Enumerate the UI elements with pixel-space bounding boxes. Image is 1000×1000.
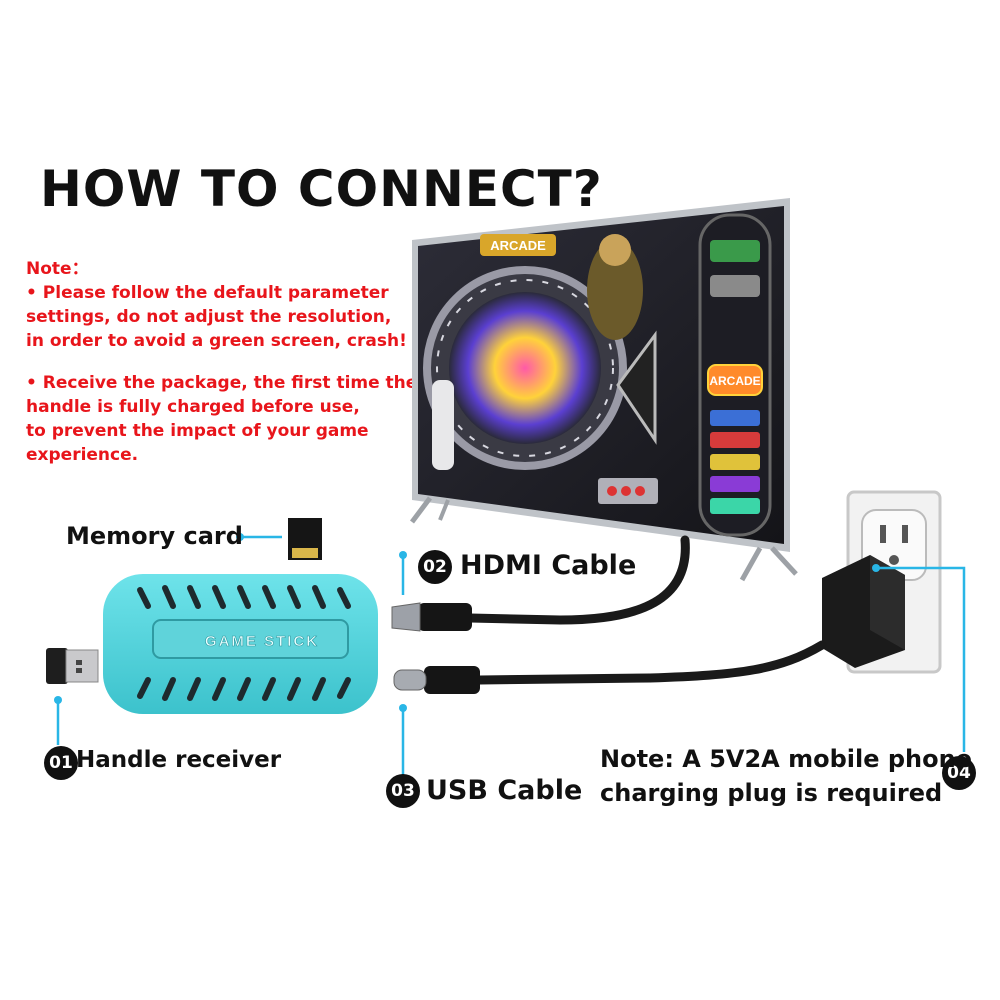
- charger-plug: [822, 555, 905, 668]
- step-01-label: Handle receiver: [76, 747, 282, 773]
- memory-card-label: Memory card: [66, 522, 243, 550]
- game-art-circle: [449, 292, 601, 444]
- usb-receiver: [46, 648, 99, 684]
- note-line: to prevent the impact of your game: [26, 421, 369, 441]
- tv: ARCADE ARCADE: [410, 198, 798, 582]
- note-heading: Note：: [26, 259, 89, 279]
- step-01-badge: 01: [44, 746, 78, 780]
- power-note-line: Note: A 5V2A mobile phone: [600, 745, 972, 773]
- hdmi-cable-line: [465, 535, 690, 625]
- usb-c-plug: [393, 666, 480, 694]
- note-line: handle is fully charged before use,: [26, 397, 360, 417]
- note-line: settings, do not adjust the resolution,: [26, 307, 392, 327]
- note-line: • Receive the package, the first time th…: [26, 373, 418, 393]
- notes-block: Note： • Please follow the default parame…: [26, 257, 417, 467]
- step-02-label: HDMI Cable: [460, 550, 637, 581]
- character-figure: [587, 240, 643, 340]
- step-02-badge: 02: [418, 550, 452, 584]
- step-04-badge: 04: [942, 756, 976, 790]
- note-line: • Please follow the default parameter: [26, 283, 389, 303]
- usb-cable-line: [475, 640, 827, 685]
- note-line: experience.: [26, 445, 139, 465]
- fighter-figure: [432, 380, 454, 470]
- note-line: in order to avoid a green screen, crash!: [26, 331, 407, 351]
- step-03-label: USB Cable: [426, 775, 583, 806]
- stick-brand-text: GAME STICK: [205, 633, 319, 650]
- power-note-line: charging plug is required: [600, 779, 943, 807]
- tv-logo-arcade-2: ARCADE: [709, 374, 760, 388]
- leader-lines: [56, 535, 966, 775]
- tv-logo-arcade: ARCADE: [490, 238, 546, 253]
- memory-card: [288, 518, 322, 560]
- page-title: HOW TO CONNECT?: [40, 160, 603, 218]
- hdmi-plug: [391, 602, 472, 632]
- step-03-badge: 03: [386, 774, 420, 808]
- power-note: Note: A 5V2A mobile phone charging plug …: [600, 742, 972, 810]
- game-stick: GAME STICK: [103, 574, 378, 714]
